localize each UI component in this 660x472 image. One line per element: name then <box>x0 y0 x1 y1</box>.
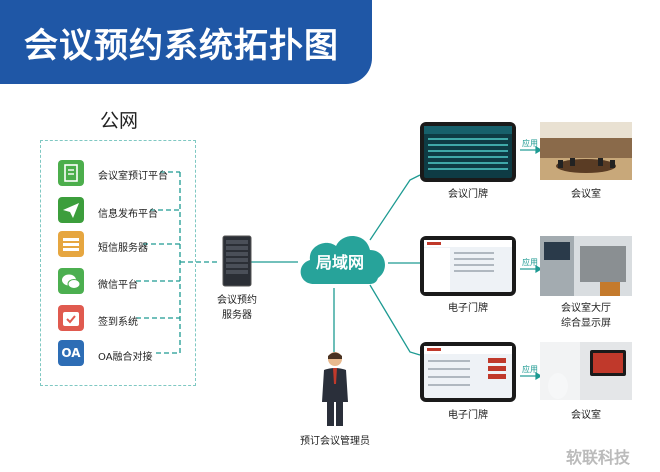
room-label: 会议室 <box>571 189 601 200</box>
service-icon <box>58 160 84 186</box>
electronic-door-sign-tablet <box>420 342 516 402</box>
public-net-label: 公网 <box>100 110 139 132</box>
calendar-check-icon <box>63 312 79 326</box>
tablet-screen <box>424 126 512 178</box>
cloud-device3-line <box>369 284 421 356</box>
lan-label: 局域网 <box>316 253 365 272</box>
lan-cloud <box>292 226 392 296</box>
apply-label: 应用 <box>522 139 538 148</box>
cloud-device1-line <box>369 174 421 241</box>
service-label: 会议室预订平台 <box>98 171 168 182</box>
lobby-display-photo <box>540 236 632 296</box>
device-caption: 电子门牌 <box>448 303 488 314</box>
watermark: 软联科技 <box>566 448 631 467</box>
door-sign-tablet <box>420 122 516 182</box>
room-label: 会议室大厅综合显示屏 <box>561 303 611 329</box>
tablet-screen <box>424 346 512 398</box>
paper-plane-icon <box>63 203 79 218</box>
admin-person-icon <box>318 350 352 432</box>
apply-label: 应用 <box>522 365 538 374</box>
room-label: 会议室 <box>571 410 601 421</box>
public-net-box <box>40 140 196 386</box>
apply-label: 应用 <box>522 258 538 267</box>
service-label: OA融合对接 <box>98 352 153 363</box>
wechat-icon <box>62 274 81 289</box>
page-title: 会议预约系统拓扑图 <box>24 26 339 66</box>
edit-document-icon <box>64 164 78 182</box>
service-label: 微信平台 <box>98 280 138 291</box>
message-list-icon <box>63 238 79 251</box>
service-label: 短信服务器 <box>98 243 148 254</box>
meeting-room-photo <box>540 122 632 180</box>
device-caption: 会议门牌 <box>448 189 488 200</box>
oa-icon: OA <box>58 340 84 366</box>
wall-display-photo <box>540 342 632 400</box>
service-icon <box>58 268 84 294</box>
admin-label: 预订会议管理员 <box>300 436 370 447</box>
service-label: 签到系统 <box>98 317 138 328</box>
service-icon <box>58 305 84 331</box>
service-label: 信息发布平台 <box>98 209 158 220</box>
cloud-icon <box>300 235 385 284</box>
server-label: 会议预约服务器 <box>217 295 257 321</box>
title-banner <box>0 0 372 84</box>
electronic-door-sign-tablet <box>420 236 516 296</box>
service-icon <box>58 231 84 257</box>
service-icon <box>58 197 84 223</box>
tablet-screen <box>424 240 512 292</box>
service-connectors <box>136 171 220 354</box>
device-caption: 电子门牌 <box>448 410 488 421</box>
server-icon <box>222 235 252 291</box>
